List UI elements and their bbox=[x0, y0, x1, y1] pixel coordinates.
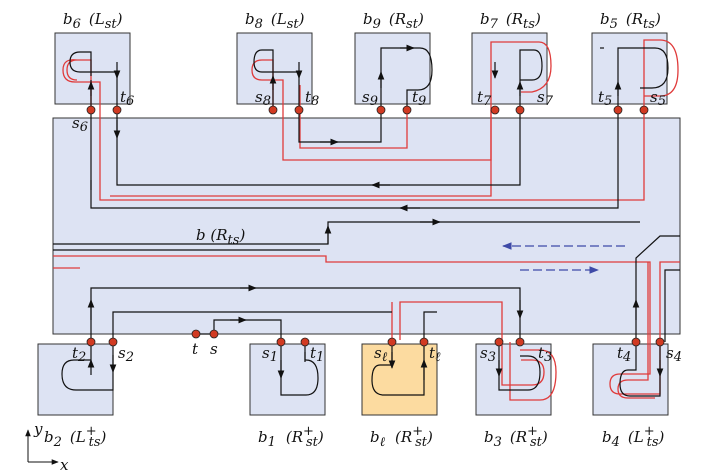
axis-y-label: y bbox=[33, 420, 43, 438]
node-s8 bbox=[268, 105, 278, 115]
tlabel-t7: t7 bbox=[477, 88, 492, 109]
path-b9 bbox=[380, 47, 433, 110]
tlabel-s3: s3 bbox=[480, 344, 496, 365]
node-t bbox=[191, 329, 201, 339]
node-t4 bbox=[631, 337, 641, 347]
label-b9: b9(Rst) bbox=[363, 10, 424, 32]
box-b2 bbox=[37, 343, 114, 416]
tlabel-t1: t1 bbox=[310, 344, 324, 365]
node-s6 bbox=[86, 105, 96, 115]
tlabel-s7: s7 bbox=[537, 88, 554, 109]
label-b6: b6(Lst) bbox=[63, 10, 123, 32]
tlabel-t3: t3 bbox=[538, 344, 552, 365]
path-b5 bbox=[617, 47, 669, 110]
path-bl bbox=[371, 311, 437, 396]
node-sl bbox=[387, 337, 397, 347]
bottom-boxes bbox=[37, 343, 669, 416]
box-b9 bbox=[354, 32, 431, 105]
node-s4 bbox=[655, 337, 665, 347]
label-b2: b2(L+ts) bbox=[44, 424, 107, 450]
red-paths bbox=[53, 39, 680, 401]
node-t8 bbox=[294, 105, 304, 115]
axis-indicator bbox=[25, 429, 59, 465]
box-b1 bbox=[249, 343, 326, 416]
node-s9 bbox=[376, 105, 386, 115]
box-b7 bbox=[471, 32, 548, 105]
tlabel-t5: t5 bbox=[598, 88, 612, 109]
node-s5 bbox=[639, 105, 649, 115]
label-b8: b8(Lst) bbox=[245, 10, 305, 32]
label-b7: b7(Rts) bbox=[480, 10, 541, 32]
tlabel-t4: t4 bbox=[617, 344, 631, 365]
box-b3 bbox=[475, 343, 552, 416]
bottom-box-labels: b2(L+ts) b1(R+st) bℓ(R+st) b3(R+st) b4(L… bbox=[44, 424, 665, 450]
node-t6 bbox=[112, 105, 122, 115]
red-path-b6 bbox=[62, 39, 679, 201]
tlabel-s1: s1 bbox=[262, 344, 278, 365]
tlabel-s5: s5 bbox=[650, 88, 666, 109]
black-paths bbox=[53, 44, 680, 397]
label-b5: b5(Rts) bbox=[600, 10, 661, 32]
red-path-b7-band bbox=[110, 110, 492, 197]
tlabel-tl: tℓ bbox=[429, 344, 441, 365]
box-b6 bbox=[54, 32, 131, 105]
tlabel-s4: s4 bbox=[666, 344, 682, 365]
path-b3 bbox=[498, 342, 541, 391]
node-s3 bbox=[494, 337, 504, 347]
tlabel-t9: t9 bbox=[412, 88, 426, 109]
tlabel-t2: t2 bbox=[72, 344, 86, 365]
tlabel-s8: s8 bbox=[255, 88, 271, 109]
tlabel-t8: t8 bbox=[305, 88, 319, 109]
red-path-b3 bbox=[509, 342, 557, 401]
node-s bbox=[209, 329, 219, 339]
path-b8 bbox=[253, 49, 300, 110]
tlabel-s: s bbox=[210, 340, 218, 358]
terminal-nodes bbox=[86, 105, 665, 347]
red-path-b4 bbox=[617, 262, 655, 399]
node-s2 bbox=[108, 337, 118, 347]
label-b4: b4(L+ts) bbox=[602, 424, 665, 450]
axis-x-label: x bbox=[60, 456, 69, 474]
node-s1 bbox=[276, 337, 286, 347]
tlabel-t: t bbox=[192, 340, 199, 358]
top-boxes bbox=[54, 32, 668, 105]
label-b3: b3(R+st) bbox=[484, 424, 548, 450]
node-t9 bbox=[402, 105, 412, 115]
node-s7 bbox=[515, 105, 525, 115]
main-band bbox=[52, 117, 681, 335]
red-path-b8 bbox=[251, 41, 552, 161]
node-t2 bbox=[86, 337, 96, 347]
path-b1 bbox=[280, 342, 319, 396]
box-b5 bbox=[591, 32, 668, 105]
label-bl: bℓ(R+st) bbox=[370, 424, 433, 450]
box-b8 bbox=[236, 32, 313, 105]
top-box-labels: b6(Lst) b8(Lst) b9(Rst) b7(Rts) b5(Rts) bbox=[63, 10, 661, 32]
path-b2 bbox=[61, 342, 114, 391]
tlabel-t6: t6 bbox=[120, 88, 134, 109]
label-b1: b1(R+st) bbox=[258, 424, 324, 450]
tlabel-s6: s6 bbox=[72, 114, 88, 135]
tlabel-sl: sℓ bbox=[374, 344, 388, 365]
box-b4 bbox=[592, 343, 669, 416]
terminal-labels: s6 t6 s8 t8 s9 t9 t7 s7 t5 s5 t2 s2 t s … bbox=[72, 88, 682, 365]
path-b7 bbox=[519, 49, 543, 110]
band-label: b (Rts) bbox=[196, 226, 245, 248]
blue-arrows bbox=[502, 242, 625, 274]
node-t3 bbox=[515, 337, 525, 347]
node-t1 bbox=[300, 337, 310, 347]
node-t7 bbox=[490, 105, 500, 115]
node-tl bbox=[419, 337, 429, 347]
red-path-b9 bbox=[299, 85, 408, 149]
node-t5 bbox=[613, 105, 623, 115]
tlabel-s2: s2 bbox=[118, 344, 134, 365]
path-b4 bbox=[619, 342, 661, 397]
tlabel-s9: s9 bbox=[362, 88, 378, 109]
